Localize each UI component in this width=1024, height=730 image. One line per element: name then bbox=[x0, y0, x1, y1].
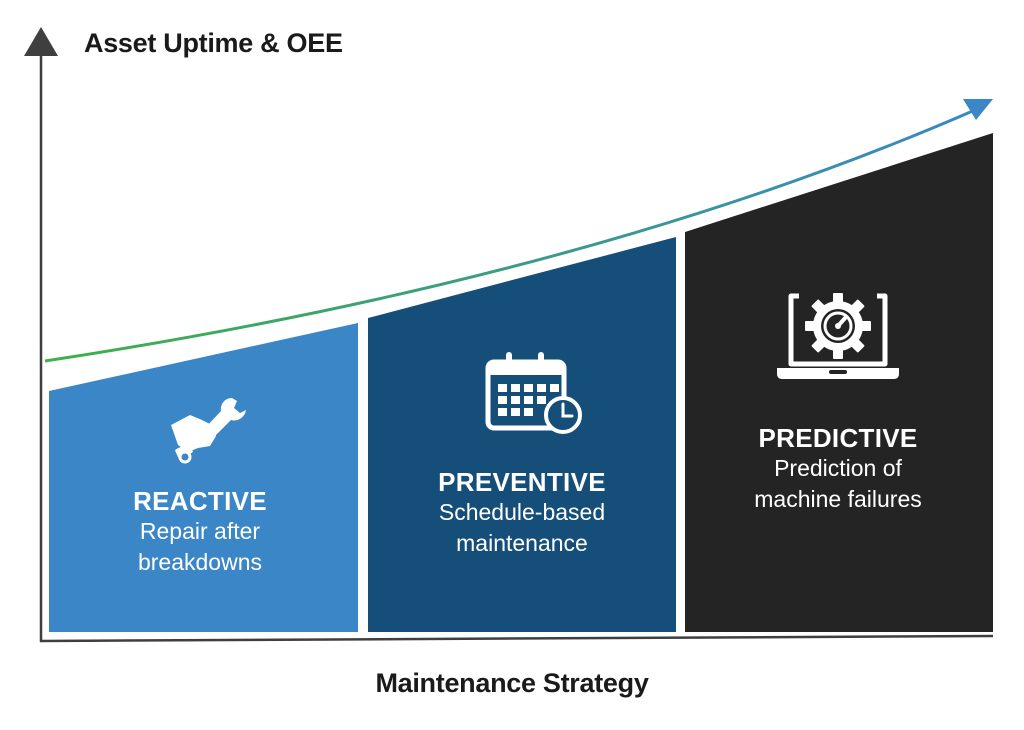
reactive-description-line-1: Repair after bbox=[139, 518, 261, 544]
trend-curve bbox=[44, 108, 976, 363]
calendar-clock-icon bbox=[485, 352, 582, 434]
laptop-gear-icon bbox=[777, 293, 899, 379]
predictive-description-line-1: Prediction of bbox=[774, 455, 902, 481]
predictive-title: PREDICTIVE bbox=[758, 423, 918, 453]
preventive-stage-block bbox=[368, 237, 676, 632]
trend-arrow-head bbox=[963, 99, 993, 120]
x-axis-label: Maintenance Strategy bbox=[375, 668, 649, 698]
predictive-description-line-2: machine failures bbox=[754, 486, 922, 512]
reactive-title: REACTIVE bbox=[133, 486, 267, 516]
predictive-stage-text: PREDICTIVE Prediction of machine failure… bbox=[718, 423, 958, 515]
y-axis-arrow-icon bbox=[24, 27, 58, 56]
x-axis-line bbox=[39, 634, 994, 643]
preventive-stage-text: PREVENTIVE Schedule-based maintenance bbox=[400, 467, 644, 559]
y-axis-label: Asset Uptime & OEE bbox=[84, 28, 343, 58]
preventive-description-line-2: maintenance bbox=[456, 530, 588, 556]
predictive-stage-block bbox=[685, 133, 993, 632]
wrench-hand-icon bbox=[171, 398, 246, 464]
reactive-stage-text: REACTIVE Repair after breakdowns bbox=[100, 486, 300, 578]
preventive-title: PREVENTIVE bbox=[438, 467, 606, 497]
preventive-description-line-1: Schedule-based bbox=[438, 499, 606, 525]
reactive-stage-block bbox=[49, 323, 358, 632]
reactive-description-line-2: breakdowns bbox=[137, 549, 263, 575]
